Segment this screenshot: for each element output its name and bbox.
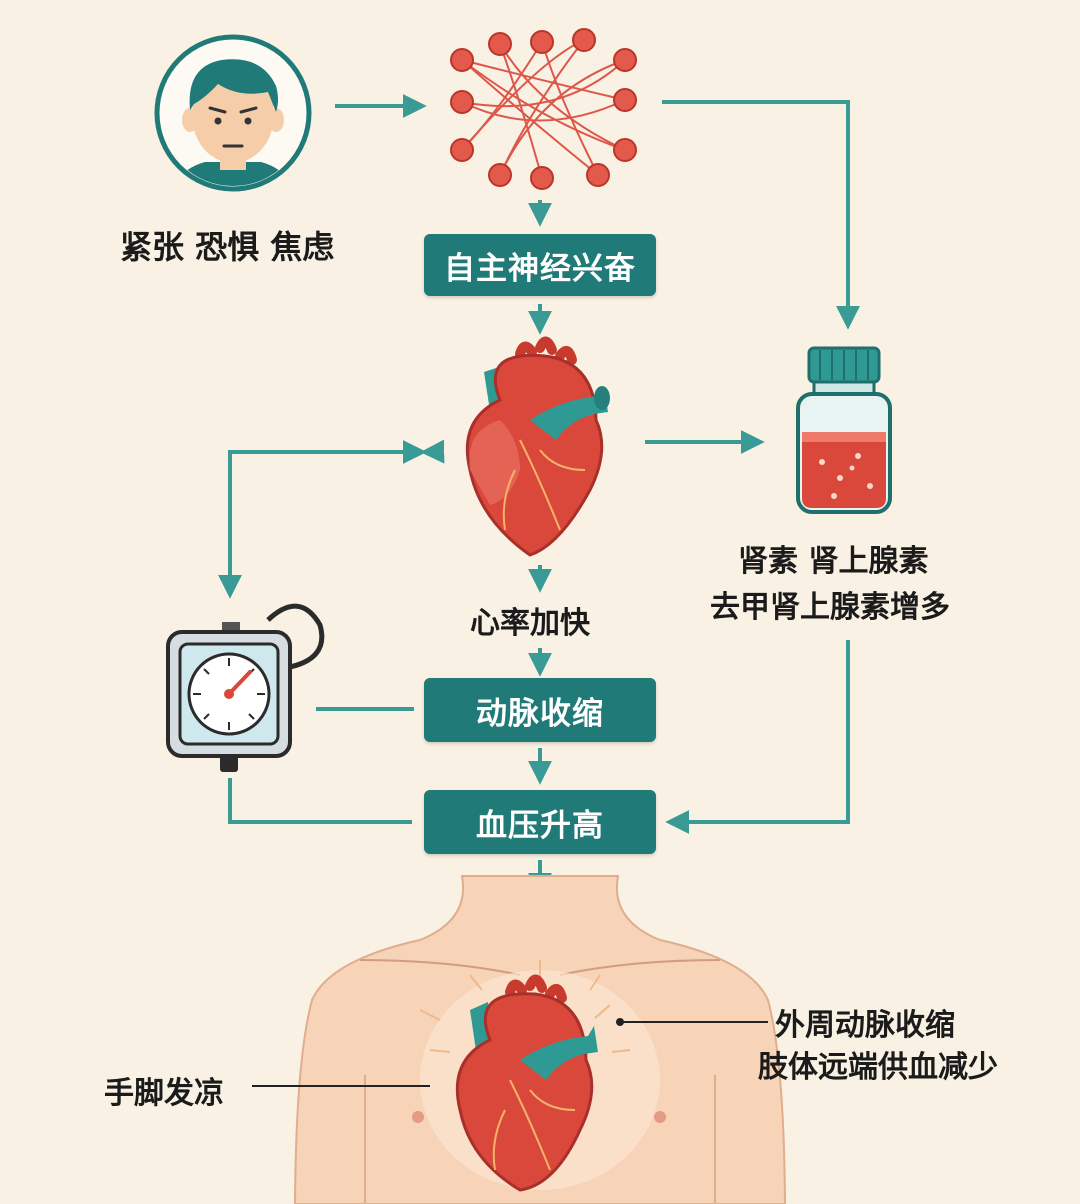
- torso-illustration: [293, 875, 787, 1204]
- blood-pressure-monitor-icon: [166, 603, 325, 772]
- blood-pressure-rise-box: 血压升高: [424, 790, 656, 854]
- anxious-face-icon: [154, 34, 312, 192]
- peripheral-artery-label-line1: 外周动脉收缩: [775, 1008, 955, 1043]
- heart-icon: [465, 336, 610, 557]
- nerve-nodes: [450, 28, 637, 190]
- nerve-network-icon: [461, 39, 626, 179]
- peripheral-artery-label-line2: 肢体远端供血减少: [758, 1050, 998, 1085]
- peripheral-pointer-dot: [616, 1018, 624, 1026]
- hormones-label-line2: 去甲肾上腺素增多: [710, 590, 950, 625]
- cold-limbs-label: 手脚发凉: [104, 1076, 224, 1111]
- medicine-bottle-icon: [796, 346, 892, 514]
- emotions-label: 紧张 恐惧 焦虑: [120, 228, 335, 266]
- hormones-label-line1: 肾素 肾上腺素: [738, 544, 929, 579]
- artery-constriction-box: 动脉收缩: [424, 678, 656, 742]
- autonomic-excitation-box: 自主神经兴奋: [424, 234, 656, 296]
- heart-rate-label: 心率加快: [470, 606, 590, 641]
